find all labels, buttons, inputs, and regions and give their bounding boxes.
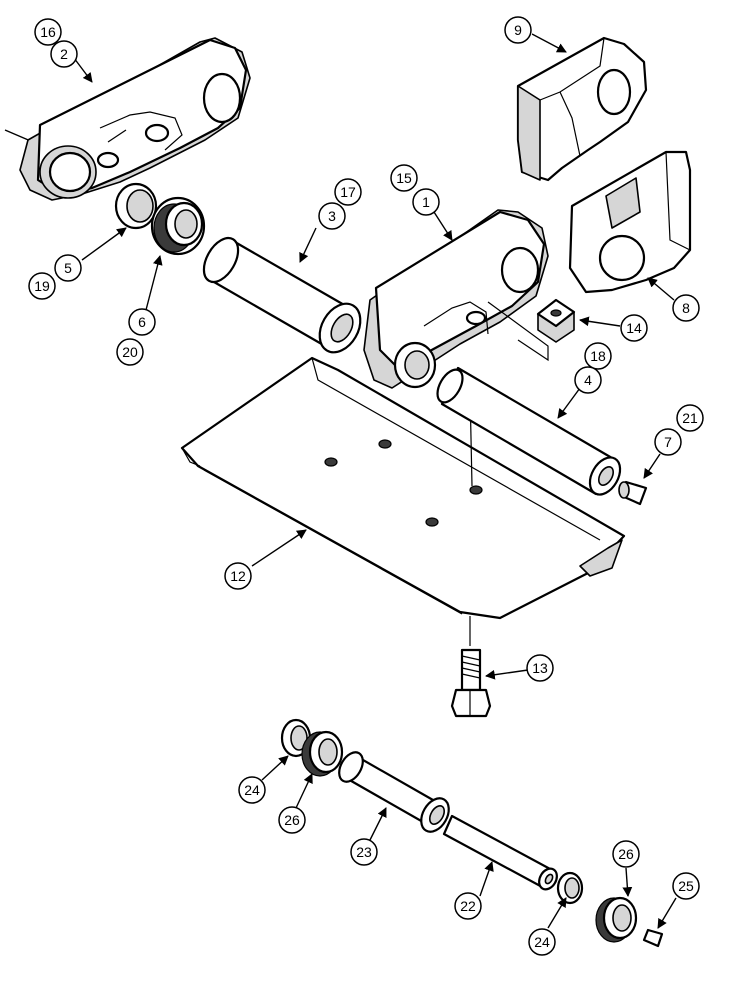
- seal-ring-5: [114, 182, 158, 230]
- svg-text:1: 1: [422, 194, 430, 210]
- callout-21: 21: [676, 404, 704, 432]
- svg-text:18: 18: [590, 348, 606, 364]
- bushing-23: [338, 751, 450, 833]
- shoe-bolt: [450, 616, 492, 718]
- svg-text:5: 5: [64, 260, 72, 276]
- callout-22: 22: [454, 892, 482, 920]
- callout-1: 1: [412, 188, 440, 216]
- callout-20: 20: [116, 338, 144, 366]
- svg-text:21: 21: [682, 410, 698, 426]
- svg-text:7: 7: [664, 434, 672, 450]
- svg-text:25: 25: [678, 878, 694, 894]
- end-block: [568, 150, 692, 294]
- leader-lines: [73, 33, 677, 929]
- callout-25: 25: [672, 872, 700, 900]
- callout-8: 8: [672, 294, 700, 322]
- track-shoe: [180, 356, 626, 620]
- track-pin-4: [436, 366, 622, 496]
- callout-19: 19: [28, 272, 56, 300]
- callout-5: 5: [54, 254, 82, 282]
- svg-text:8: 8: [682, 300, 690, 316]
- svg-text:24: 24: [534, 934, 550, 950]
- callout-14: 14: [620, 314, 648, 342]
- svg-text:4: 4: [584, 372, 592, 388]
- callout-23: 23: [350, 838, 378, 866]
- svg-text:22: 22: [460, 898, 476, 914]
- svg-text:3: 3: [328, 208, 336, 224]
- svg-text:12: 12: [230, 568, 246, 584]
- svg-text:19: 19: [34, 278, 50, 294]
- callout-24-left: 24: [238, 776, 266, 804]
- callout-17: 17: [334, 178, 362, 206]
- callout-26-right: 26: [612, 840, 640, 868]
- svg-text:17: 17: [340, 184, 356, 200]
- callout-4: 4: [574, 366, 602, 394]
- svg-text:24: 24: [244, 782, 260, 798]
- track-nut: [536, 298, 576, 343]
- callout-3: 3: [318, 202, 346, 230]
- svg-text:26: 26: [284, 812, 300, 828]
- bushing-3: [202, 236, 362, 354]
- seal-26-left: [301, 730, 344, 777]
- callout-9: 9: [504, 16, 532, 44]
- svg-text:23: 23: [356, 844, 372, 860]
- callout-13: 13: [526, 654, 554, 682]
- svg-text:2: 2: [60, 46, 68, 62]
- svg-text:15: 15: [396, 170, 412, 186]
- svg-text:16: 16: [40, 24, 56, 40]
- svg-text:9: 9: [514, 22, 522, 38]
- svg-text:6: 6: [138, 314, 146, 330]
- track-link-center: [363, 209, 549, 389]
- seal-26-right: [595, 896, 638, 943]
- callout-26-left: 26: [278, 806, 306, 834]
- callout-2: 2: [50, 40, 78, 68]
- callout-7: 7: [654, 428, 682, 456]
- seal-6: [150, 196, 206, 256]
- callout-16: 16: [34, 18, 62, 46]
- seal-ring-24-right: [556, 871, 584, 905]
- callout-12: 12: [224, 562, 252, 590]
- svg-text:26: 26: [618, 846, 634, 862]
- plug-25: [642, 928, 664, 948]
- pin-22: [442, 814, 558, 891]
- pin-plug-7: [618, 480, 648, 506]
- callout-6: 6: [128, 308, 156, 336]
- track-link-upper-left: [4, 37, 251, 201]
- callout-24-right: 24: [528, 928, 556, 956]
- callout-18: 18: [584, 342, 612, 370]
- svg-text:13: 13: [532, 660, 548, 676]
- callout-15: 15: [390, 164, 418, 192]
- svg-text:14: 14: [626, 320, 642, 336]
- wear-block: [516, 36, 648, 182]
- svg-text:20: 20: [122, 344, 138, 360]
